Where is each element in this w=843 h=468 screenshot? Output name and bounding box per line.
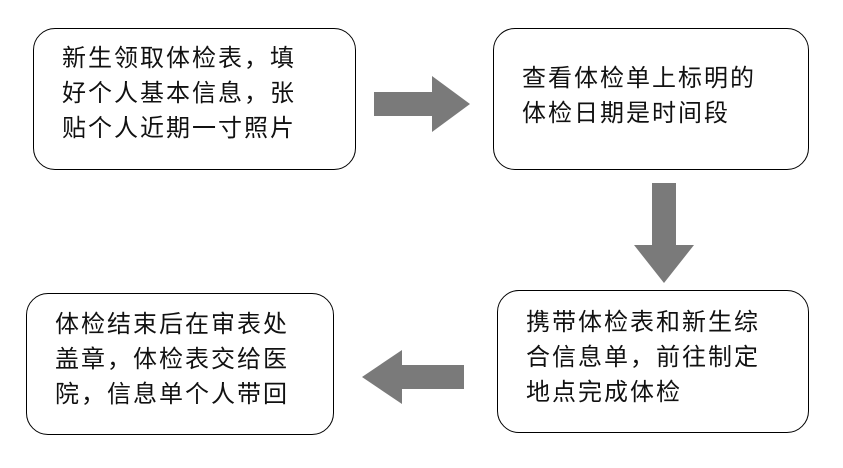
step-3-line-2: 合信息单，前往制定	[526, 343, 760, 371]
right-arrow-icon	[374, 76, 470, 132]
step-4-line-2: 盖章，体检表交给医	[55, 345, 289, 373]
step-4-line-1: 体检结束后在审表处	[55, 310, 289, 338]
step-4-box: 体检结束后在审表处 盖章，体检表交给医 院，信息单个人带回	[26, 293, 334, 435]
step-3-box: 携带体检表和新生综 合信息单，前往制定 地点完成体检	[497, 290, 809, 433]
step-4-line-3: 院，信息单个人带回	[55, 380, 289, 408]
step-2-line-1: 查看体检单上标明的	[522, 64, 756, 92]
step-2-line-2: 体检日期是时间段	[522, 99, 730, 127]
step-3-line-3: 地点完成体检	[526, 378, 682, 406]
step-1-line-2: 好个人基本信息，张	[62, 79, 296, 107]
step-1-box: 新生领取体检表，填 好个人基本信息，张 贴个人近期一寸照片	[33, 28, 356, 170]
step-2-box: 查看体检单上标明的 体检日期是时间段	[493, 28, 809, 170]
down-arrow-icon	[634, 183, 694, 283]
step-3-line-1: 携带体检表和新生综	[526, 308, 760, 336]
step-1-line-3: 贴个人近期一寸照片	[62, 114, 296, 142]
step-1-line-1: 新生领取体检表，填	[62, 44, 296, 72]
left-arrow-icon	[362, 350, 464, 404]
